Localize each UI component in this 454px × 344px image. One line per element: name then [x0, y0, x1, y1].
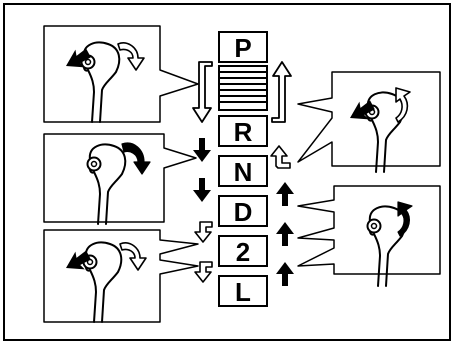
solid-arrow-down-icon	[193, 138, 211, 162]
gear-column: P R N D 2 L	[218, 31, 268, 307]
gear-label-l: L	[235, 277, 251, 307]
callout-bubble	[43, 25, 199, 123]
gear-box-2	[218, 235, 268, 267]
lock-stripes	[219, 71, 267, 103]
gear-box-l	[218, 275, 268, 307]
gear-box-d	[218, 195, 268, 227]
lever-push-arrow-outline-icon	[119, 242, 147, 271]
outline-arrow-down-long-icon	[192, 61, 213, 123]
outline-arrow-up-long-icon	[271, 61, 292, 123]
outline-arrow-up-hook-icon	[270, 145, 291, 169]
solid-arrow-up-icon	[276, 262, 294, 286]
solid-arrow-up-icon	[276, 182, 294, 206]
callout-n-to-p	[297, 71, 441, 173]
lever-push-arrow-outline-icon	[117, 42, 145, 71]
callout-r-to-n	[43, 133, 197, 225]
outline-arrow-down-hook-icon	[194, 221, 213, 243]
gear-box-p	[218, 31, 268, 63]
solid-arrow-up-icon	[276, 222, 294, 246]
lever-push-arrow-solid-icon	[121, 142, 151, 175]
callout-bubble	[43, 229, 199, 323]
gear-label-2: 2	[236, 237, 250, 267]
callout-l-to-n	[297, 185, 441, 287]
gear-label-p: P	[234, 33, 251, 63]
gear-label-r: R	[234, 117, 253, 147]
gear-label-d: D	[234, 197, 253, 227]
gear-box-n	[218, 155, 268, 187]
lever-pull-arrow-solid-icon	[397, 201, 413, 237]
solid-arrow-down-icon	[193, 178, 211, 202]
outline-arrow-down-hook-icon	[194, 261, 213, 283]
callout-d-to-l	[43, 229, 199, 323]
diagram-border	[3, 3, 451, 341]
gear-box-r	[218, 115, 268, 147]
callout-p-release	[43, 25, 199, 123]
gear-label-n: N	[234, 157, 253, 187]
lever-pull-arrow-outline-icon	[395, 87, 411, 123]
